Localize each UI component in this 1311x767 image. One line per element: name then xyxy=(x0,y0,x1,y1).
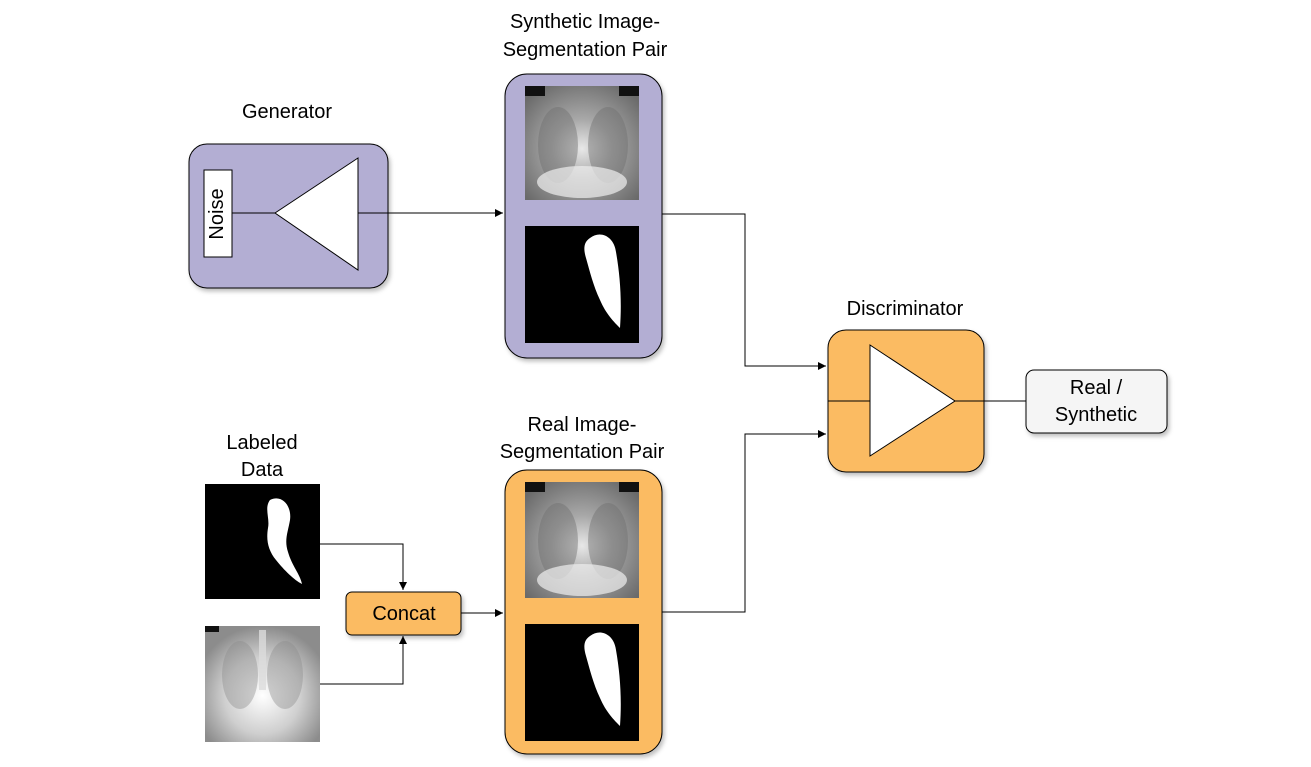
discriminator-title: Discriminator xyxy=(847,298,964,320)
real-xray-image xyxy=(525,482,639,598)
generator-triangle-icon xyxy=(274,157,359,271)
real-segmentation-mask xyxy=(525,624,639,741)
synthetic-pair-title-line2: Segmentation Pair xyxy=(503,39,668,61)
xray-to-concat-arrow xyxy=(320,636,407,685)
synthetic-pair-title-line1: Synthetic Image- xyxy=(510,11,660,33)
synthetic-xray-image xyxy=(525,86,639,200)
discriminator-triangle-icon xyxy=(869,344,956,457)
output-label-line2: Synthetic xyxy=(1055,404,1137,426)
real-pair-title-line1: Real Image- xyxy=(528,414,637,436)
output-label-line1: Real / xyxy=(1070,377,1123,399)
output-box xyxy=(1025,369,1168,434)
labeled-data-title-line2: Data xyxy=(241,459,284,481)
noise-label: Noise xyxy=(206,188,228,239)
synthetic-to-discriminator-arrow xyxy=(662,213,826,370)
mask-to-concat-arrow xyxy=(320,543,407,590)
concat-label: Concat xyxy=(372,603,436,625)
real-to-discriminator-arrow xyxy=(662,430,826,613)
generator-title: Generator xyxy=(242,101,332,123)
labeled-segmentation-mask xyxy=(205,484,320,599)
labeled-xray-image xyxy=(205,626,320,742)
synthetic-segmentation-mask xyxy=(525,226,639,343)
noise-box xyxy=(203,169,233,258)
labeled-data-title-line1: Labeled xyxy=(226,432,297,454)
real-pair-title-line2: Segmentation Pair xyxy=(500,441,665,463)
